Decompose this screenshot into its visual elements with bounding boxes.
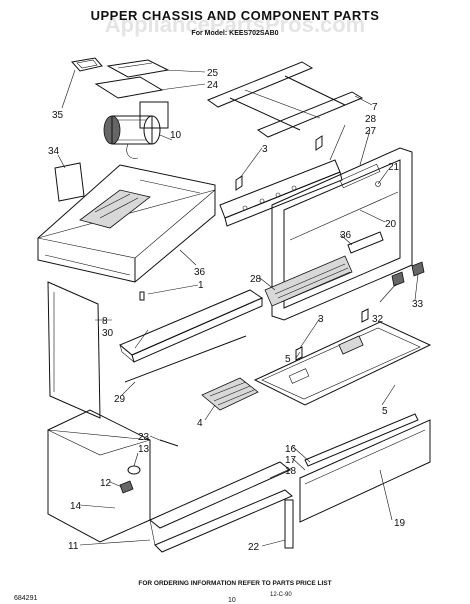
- callout-32: 33: [412, 299, 424, 310]
- callout-36: 36: [340, 230, 352, 241]
- doc-number: 684291: [14, 595, 38, 602]
- callout-14: 14: [70, 501, 82, 512]
- callout-35: 36: [194, 267, 206, 278]
- part-24-pad: [94, 76, 164, 99]
- callout-21: 21: [388, 162, 400, 173]
- callout-25: 25: [207, 68, 219, 79]
- callout-11: 11: [68, 541, 79, 552]
- part-18-base-rail: [149, 461, 293, 553]
- page-title: UPPER CHASSIS AND COMPONENT PARTS: [90, 8, 380, 23]
- callout-5-right: 5: [382, 406, 388, 417]
- part-5-lower-tray: [253, 321, 432, 406]
- callout-1: 1: [198, 280, 204, 291]
- model-number: For Model: KEES702SAB0: [191, 30, 279, 37]
- callout-16: 16: [285, 444, 297, 455]
- callout-4: 4: [197, 418, 203, 429]
- callout-34: 35: [52, 110, 64, 121]
- part-25-pad: [106, 59, 170, 78]
- ordering-note: FOR ORDERING INFORMATION REFER TO PARTS …: [138, 580, 332, 587]
- callout-20: 20: [385, 219, 397, 230]
- callout-13: 13: [138, 444, 150, 455]
- part-22-strip: [284, 499, 294, 549]
- callout-27: 28: [365, 114, 377, 125]
- callout-3-lower: 3: [318, 314, 324, 325]
- part-13-bushing: [127, 465, 141, 475]
- callout-18: 18: [285, 466, 297, 477]
- part-16-strip: [304, 413, 419, 467]
- part-26-front-frame: [271, 147, 413, 321]
- watermark: AppliancePartsPros.com: [104, 12, 366, 37]
- part-34-gasket: [71, 57, 103, 72]
- callout-22: 22: [248, 542, 260, 553]
- part-29-rod: [124, 335, 247, 383]
- part-28-grille: [264, 255, 353, 307]
- part-30-channel: [119, 289, 264, 363]
- callout-24: 24: [207, 80, 219, 91]
- part-12-clip: [119, 480, 134, 494]
- callout-7: 7: [372, 102, 378, 113]
- callout-23: 23: [138, 432, 150, 443]
- callout-30: 30: [102, 328, 114, 339]
- leader-lines: [57, 69, 419, 547]
- callout-8: 8: [102, 316, 108, 327]
- page-number: 10: [228, 597, 236, 604]
- part-31-knob: [391, 271, 405, 287]
- callout-19: 19: [394, 518, 406, 529]
- part-1-screw: [139, 291, 145, 301]
- part-14-base: [47, 409, 151, 543]
- part-3-clips-upper: [235, 135, 323, 191]
- callout-29: 29: [114, 394, 126, 405]
- part-27-control-panel: [219, 159, 343, 227]
- callout-17: 17: [285, 455, 297, 466]
- part-3-clips-lower: [295, 308, 369, 361]
- callout-10: 10: [170, 130, 182, 141]
- part-33-plate: [54, 162, 85, 202]
- callout-26: 27: [365, 126, 377, 137]
- part-19-front-panel: [299, 419, 431, 523]
- part-36-bracket: [347, 231, 384, 254]
- part-4-filter: [201, 377, 259, 411]
- callout-31: 32: [372, 314, 384, 325]
- part-7-rail-frame: [206, 61, 364, 138]
- part-23-screw: [159, 439, 179, 447]
- callout-28: 28: [250, 274, 262, 285]
- callout-12: 12: [100, 478, 112, 489]
- part-32-knob: [411, 261, 425, 277]
- callout-3-upper: 3: [262, 144, 268, 155]
- part-35-upper-chassis: [37, 164, 216, 283]
- part-8-side-panel: [47, 281, 101, 419]
- callout-5-left: 5: [285, 354, 291, 365]
- callout-33: 34: [48, 146, 60, 157]
- part-10-fan-motor: [103, 101, 169, 159]
- date-code: 12-C-90: [270, 592, 292, 598]
